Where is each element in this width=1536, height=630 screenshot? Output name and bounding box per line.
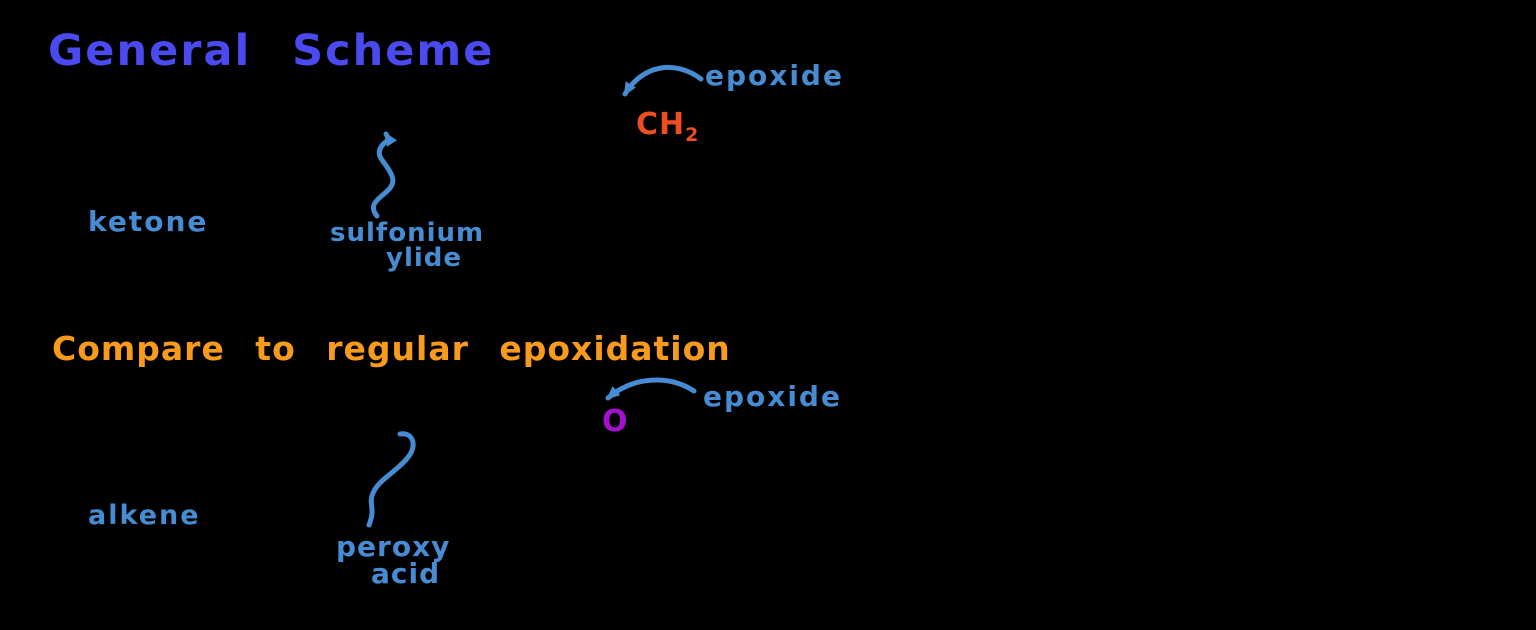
compare-section-title: Compare to regular epoxidation: [52, 329, 731, 368]
alkene-label: alkene: [88, 500, 201, 531]
peroxy-acid-label-line1: peroxy: [336, 530, 451, 563]
curved-arrow-epoxide-top-icon: [622, 64, 704, 97]
sulfonium-ylide-label-line1: sulfonium: [330, 218, 485, 248]
peroxy-acid-label-line2: acid: [371, 557, 441, 590]
squiggly-line-peroxy-acid-icon: [366, 431, 416, 528]
ch2-product-formula: CH2: [636, 110, 699, 145]
ch2-formula-text: CH: [636, 107, 686, 142]
sulfonium-ylide-label-line2: ylide: [386, 243, 463, 273]
general-scheme-title: General Scheme: [48, 26, 495, 76]
squiggly-arrow-sulfonium-ylide-icon: [371, 131, 398, 219]
ketone-label: ketone: [88, 205, 209, 238]
curved-arrow-epoxide-bottom-icon: [605, 377, 697, 401]
epoxide-label-top: epoxide: [705, 59, 844, 92]
oxygen-atom: O: [602, 404, 628, 439]
epoxide-label-bottom: epoxide: [703, 380, 842, 413]
ch2-subscript: 2: [685, 124, 700, 146]
